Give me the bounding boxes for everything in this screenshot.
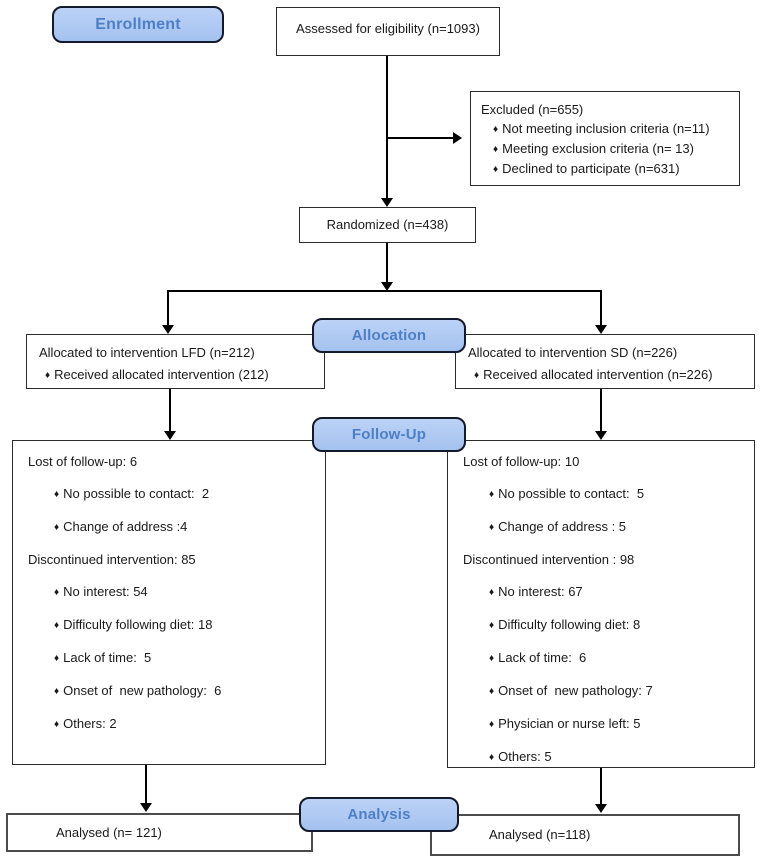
diamond-bullet-icon: ♦ bbox=[493, 164, 499, 175]
arrowhead-alloc-right-icon bbox=[595, 325, 607, 334]
connector-randomized-to-branch bbox=[386, 243, 388, 283]
diamond-bullet-icon: ♦ bbox=[489, 522, 495, 533]
box-analysed-lfd: Analysed (n= 121) bbox=[6, 813, 313, 852]
arrowhead-alloc-left-icon bbox=[162, 325, 174, 334]
connector-to-excluded bbox=[387, 137, 453, 139]
flow-text-line: Lost of follow-up: 10 bbox=[463, 454, 580, 469]
connector-followup-to-analysed-right bbox=[600, 768, 602, 805]
box-assessed-eligibility: Assessed for eligibility (n=1093) bbox=[276, 7, 500, 56]
connector-branch-right bbox=[600, 290, 602, 326]
flow-text-line: Lost of follow-up: 6 bbox=[28, 454, 138, 469]
diamond-bullet-icon: ♦ bbox=[54, 587, 60, 598]
connector-assessed-to-randomized bbox=[386, 56, 388, 198]
flow-text-line: ♦Difficulty following diet: 18 bbox=[54, 617, 213, 632]
diamond-bullet-icon: ♦ bbox=[474, 370, 480, 381]
diamond-bullet-icon: ♦ bbox=[489, 719, 495, 730]
diamond-bullet-icon: ♦ bbox=[54, 719, 60, 730]
diamond-bullet-icon: ♦ bbox=[489, 752, 495, 763]
diamond-bullet-icon: ♦ bbox=[54, 522, 60, 533]
diamond-bullet-icon: ♦ bbox=[54, 653, 60, 664]
flow-text-line: Discontinued intervention : 98 bbox=[463, 552, 635, 567]
box-allocated-lfd: Allocated to intervention LFD (n=212) ♦Re… bbox=[26, 334, 325, 389]
flow-text-line: ♦Not meeting inclusion criteria (n=11) bbox=[493, 121, 710, 136]
flow-text-line: ♦Difficulty following diet: 8 bbox=[489, 617, 641, 632]
flow-text-line: ♦No possible to contact: 2 bbox=[54, 486, 210, 501]
arrowhead-analysed-right-icon bbox=[595, 804, 607, 813]
flow-text-line: ♦No interest: 54 bbox=[54, 584, 148, 599]
flow-text-line: ♦Declined to participate (n=631) bbox=[493, 161, 680, 176]
arrowhead-analysed-left-icon bbox=[140, 803, 152, 812]
flow-text-line: ♦Lack of time: 5 bbox=[54, 650, 152, 665]
box-followup-sd: Lost of follow-up: 10 ♦No possible to con… bbox=[447, 440, 755, 768]
flow-text-line: ♦Change of address : 5 bbox=[489, 519, 627, 534]
flow-text-line: Excluded (n=655) bbox=[481, 102, 584, 117]
flow-text-line: Allocated to intervention LFD (n=212) bbox=[39, 345, 255, 360]
connector-alloc-to-followup-left bbox=[169, 389, 171, 432]
diamond-bullet-icon: ♦ bbox=[489, 620, 495, 631]
box-allocated-sd: Allocated to intervention SD (n=226) ♦Rec… bbox=[455, 334, 755, 389]
flow-text-line: ♦Onset of new pathology: 7 bbox=[489, 683, 653, 698]
connector-alloc-to-followup-right bbox=[600, 389, 602, 432]
diamond-bullet-icon: ♦ bbox=[45, 370, 51, 381]
flow-text-line: ♦Onset of new pathology: 6 bbox=[54, 683, 222, 698]
diamond-bullet-icon: ♦ bbox=[493, 144, 499, 155]
diamond-bullet-icon: ♦ bbox=[489, 489, 495, 500]
arrowhead-to-randomized-icon bbox=[381, 198, 393, 207]
branch-horizontal-line bbox=[167, 290, 602, 292]
flow-text-line: ♦Lack of time: 6 bbox=[489, 650, 587, 665]
box-randomized: Randomized (n=438) bbox=[299, 207, 476, 243]
stage-label-analysis: Analysis bbox=[299, 797, 459, 832]
arrowhead-followup-left-icon bbox=[164, 431, 176, 440]
flow-text-line: ♦Physician or nurse left: 5 bbox=[489, 716, 641, 731]
diamond-bullet-icon: ♦ bbox=[54, 489, 60, 500]
flow-text-line: ♦Received allocated intervention (n=226) bbox=[474, 367, 713, 382]
stage-label-followup: Follow-Up bbox=[312, 417, 466, 452]
flow-text-line: ♦Others: 5 bbox=[489, 749, 552, 764]
flow-text-line: Allocated to intervention SD (n=226) bbox=[468, 345, 678, 360]
diamond-bullet-icon: ♦ bbox=[54, 686, 60, 697]
connector-branch-left bbox=[167, 290, 169, 326]
flow-text-line: ♦No interest: 67 bbox=[489, 584, 583, 599]
flow-text-line: Discontinued intervention: 85 bbox=[28, 552, 196, 567]
stage-label-allocation: Allocation bbox=[312, 318, 466, 353]
arrowhead-followup-right-icon bbox=[595, 431, 607, 440]
box-followup-lfd: Lost of follow-up: 6 ♦No possible to cont… bbox=[12, 440, 326, 765]
arrowhead-branch-icon bbox=[381, 282, 393, 291]
diamond-bullet-icon: ♦ bbox=[493, 124, 499, 135]
diamond-bullet-icon: ♦ bbox=[54, 620, 60, 631]
flow-text-line: ♦Meeting exclusion criteria (n= 13) bbox=[493, 141, 694, 156]
flow-text-line: ♦Others: 2 bbox=[54, 716, 117, 731]
arrowhead-to-excluded-icon bbox=[453, 132, 462, 144]
diamond-bullet-icon: ♦ bbox=[489, 686, 495, 697]
box-analysed-sd: Analysed (n=118) bbox=[430, 814, 740, 856]
box-excluded: Excluded (n=655) ♦Not meeting inclusion c… bbox=[470, 91, 740, 186]
diamond-bullet-icon: ♦ bbox=[489, 653, 495, 664]
flow-text-line: ♦Received allocated intervention (212) bbox=[45, 367, 269, 382]
connector-followup-to-analysed-left bbox=[145, 765, 147, 804]
flow-text-line: ♦Change of address :4 bbox=[54, 519, 188, 534]
flow-text-line: ♦No possible to contact: 5 bbox=[489, 486, 645, 501]
diamond-bullet-icon: ♦ bbox=[489, 587, 495, 598]
stage-label-enrollment: Enrollment bbox=[52, 6, 224, 43]
